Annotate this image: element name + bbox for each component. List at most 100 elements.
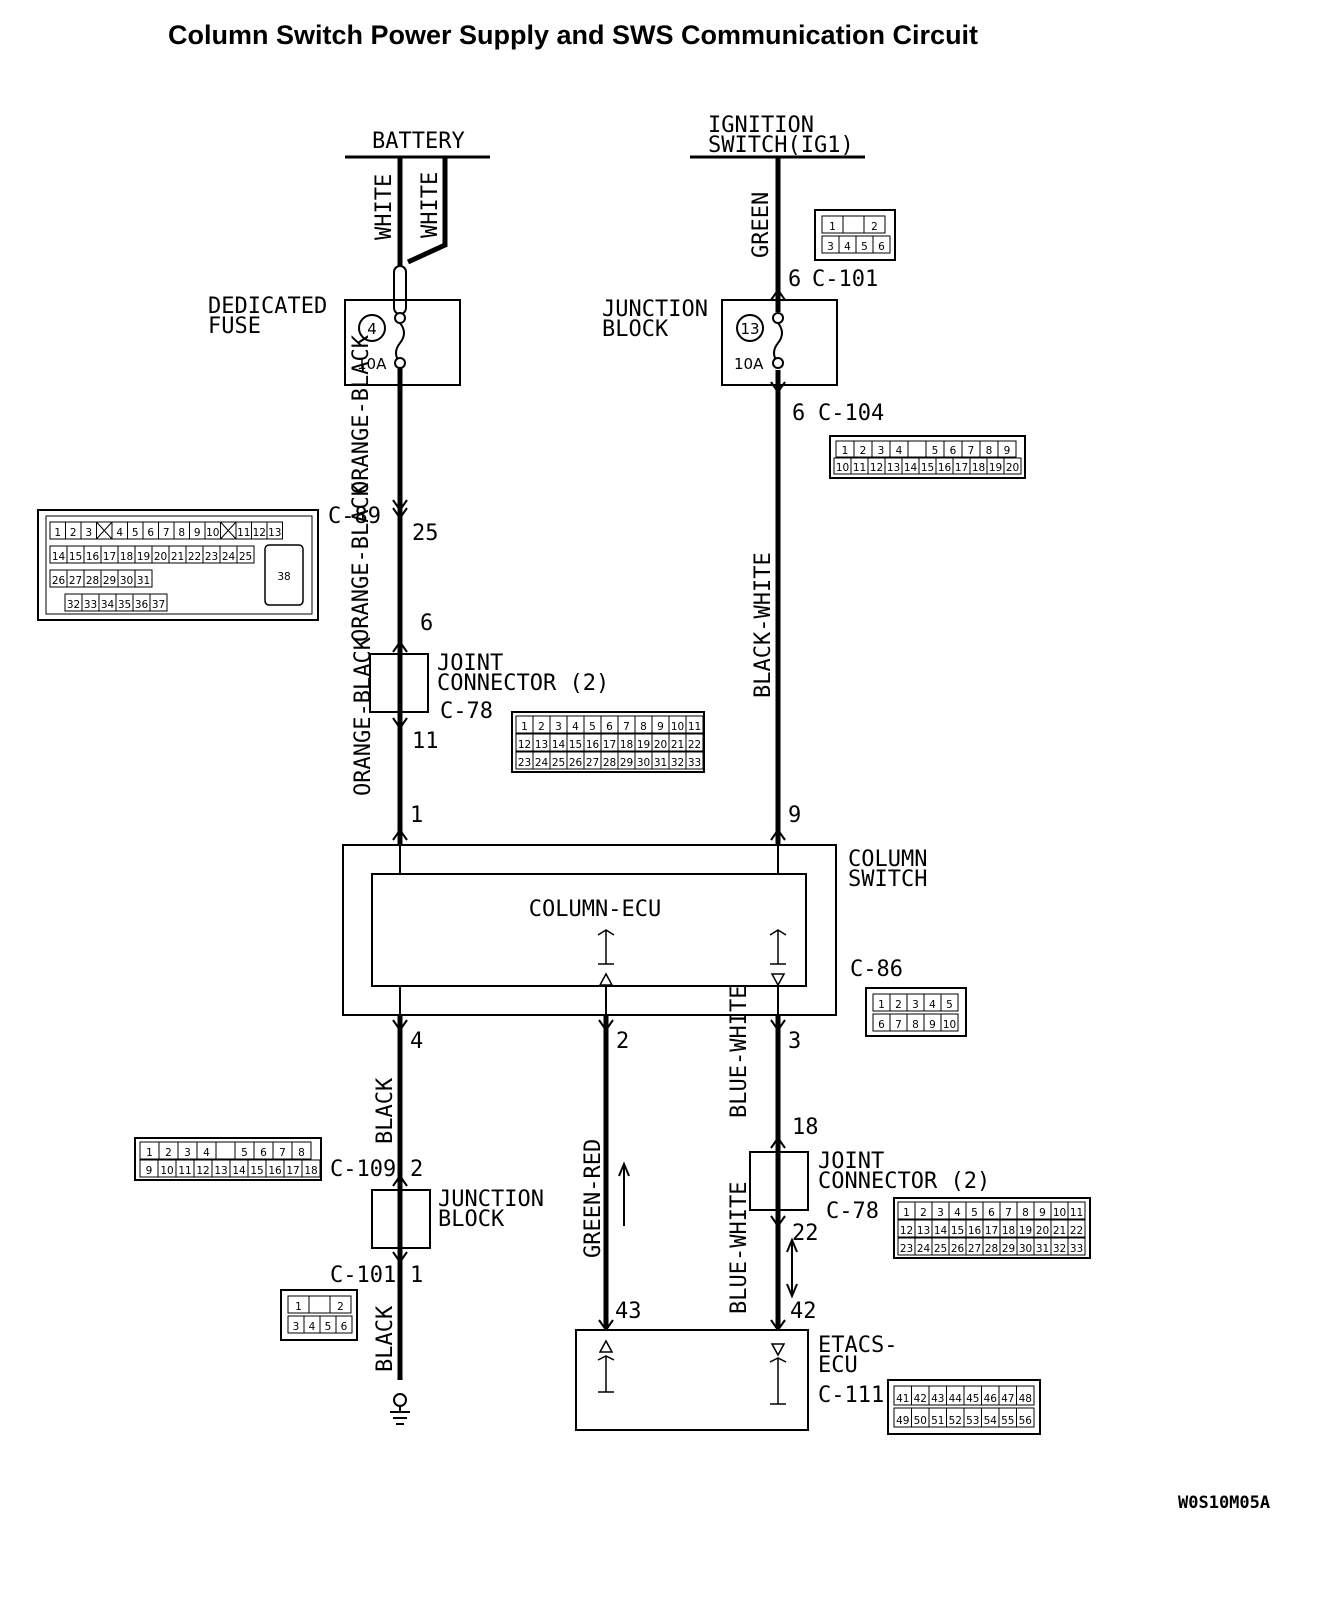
joint-connector-right-label-2: CONNECTOR (2) xyxy=(818,1169,990,1194)
pin-22: 22 xyxy=(792,1221,819,1246)
connector-cell-label: 16 xyxy=(586,739,600,751)
connector-cell-label: 2 xyxy=(920,1207,927,1219)
connector-cell-label: 18 xyxy=(304,1165,317,1177)
etacs-signal-mid xyxy=(597,1355,615,1393)
connector-cell-label: 3 xyxy=(912,999,919,1011)
connector-cell-label: 43 xyxy=(931,1393,944,1405)
pin9-mark xyxy=(770,828,786,841)
connector-cell-label: 1 xyxy=(146,1147,153,1159)
connector-cell-label: 5 xyxy=(132,527,139,539)
connector-cell-label: 1 xyxy=(54,527,61,539)
c101-top-label: C-101 xyxy=(812,267,878,292)
connector-cell-label: 48 xyxy=(1019,1393,1032,1405)
fuse-number-left: 4 xyxy=(367,320,377,338)
connector-cell-label: 10 xyxy=(943,1019,956,1031)
connector-frame xyxy=(134,1137,322,1181)
connector-cell xyxy=(685,715,704,734)
connector-cell-label: 9 xyxy=(929,1019,936,1031)
etacs-signal-right xyxy=(769,1357,787,1405)
connector-cell-label: 44 xyxy=(949,1393,963,1405)
connector-cell-label: 6 xyxy=(878,1019,885,1031)
pin-18: 18 xyxy=(792,1115,819,1140)
connector-cell-label: 50 xyxy=(914,1415,927,1427)
wire-label-white-b: WHITE xyxy=(418,172,443,238)
connector-cell-label: 7 xyxy=(1005,1207,1012,1219)
fuse-number-circle-left xyxy=(358,314,386,342)
c101-bottom-label: C-101 xyxy=(330,1263,396,1288)
connector-cell-label: 5 xyxy=(932,445,939,457)
fuse-terminal-left-top xyxy=(394,312,406,324)
connector-cell-label: 17 xyxy=(955,462,968,474)
connector-cell-label: 25 xyxy=(552,757,565,769)
column-ecu-box xyxy=(371,873,807,987)
connector-cell-label: 22 xyxy=(688,739,701,751)
connector-cell xyxy=(1003,457,1022,475)
junction-block-top-label-1: JUNCTION xyxy=(602,297,708,322)
connector-cell-label: 25 xyxy=(934,1243,947,1255)
fuse-rating-left: 10A xyxy=(357,355,387,373)
connector-cell-label: 4 xyxy=(309,1321,316,1333)
diagram-code: W0S10M05A xyxy=(1178,1493,1270,1513)
connector-cell-label: 23 xyxy=(900,1243,913,1255)
battery-label: BATTERY xyxy=(372,129,465,154)
connector-cell xyxy=(149,593,168,612)
connector-cell-label: 29 xyxy=(103,575,116,587)
connector-cell-label: 5 xyxy=(946,999,953,1011)
connector-cell-label: 18 xyxy=(1002,1225,1015,1237)
connector-cell-label: 45 xyxy=(966,1393,979,1405)
connector-cell xyxy=(940,1013,959,1032)
connector-cell-label: 16 xyxy=(268,1165,282,1177)
connector-cell-label: 35 xyxy=(118,599,131,611)
connector-cell xyxy=(842,215,865,234)
connector-cell xyxy=(329,1295,352,1314)
c104-label: C-104 xyxy=(818,401,884,426)
wire-label-orange-black-1: ORANGE-BLACK xyxy=(349,334,374,494)
connector-cell-label: 17 xyxy=(103,551,116,563)
connector-cell-label: 6 xyxy=(988,1207,995,1219)
connector-cell xyxy=(291,1141,312,1160)
connector-cell-label: 31 xyxy=(137,575,150,587)
connector-cell xyxy=(215,1141,236,1160)
wire-label-blue-white-1: BLUE-WHITE xyxy=(727,986,752,1118)
connector-cell-label: 13 xyxy=(214,1165,227,1177)
connector-frame xyxy=(893,1197,1091,1259)
connector-frame xyxy=(829,435,1026,479)
connector-cell-label: 5 xyxy=(589,721,596,733)
connector-cell-label: 2 xyxy=(538,721,545,733)
connector-cell-label: 32 xyxy=(1053,1243,1066,1255)
connector-cell-label: 8 xyxy=(986,445,993,457)
connector-cell-label: 12 xyxy=(870,462,883,474)
connector-cell-label: 1 xyxy=(878,999,885,1011)
connector-cell-label: 6 xyxy=(147,527,154,539)
connector-cell xyxy=(301,1159,321,1178)
connector-cell-label: 16 xyxy=(938,462,952,474)
pin-11: 11 xyxy=(412,729,439,754)
connector-cell-label: 6 xyxy=(878,241,885,253)
connector-cell-label: 8 xyxy=(298,1147,305,1159)
connector-cell-label: 11 xyxy=(853,462,866,474)
connector-cell-label: 19 xyxy=(1019,1225,1032,1237)
connector-cell-label: 13 xyxy=(887,462,900,474)
blank-cell-x-icon xyxy=(220,521,237,540)
c109-label: C-109 xyxy=(330,1157,396,1182)
connector-cell xyxy=(997,440,1017,458)
connector-cell-label: 1 xyxy=(903,1207,910,1219)
dedicated-fuse-label-2: FUSE xyxy=(208,314,261,339)
connector-cell-label: 17 xyxy=(603,739,616,751)
ecu-signal-right xyxy=(769,929,787,965)
connector-cell-label: 33 xyxy=(84,599,97,611)
dedicated-fuse-label-1: DEDICATED xyxy=(208,294,327,319)
connector-cell-label: 2 xyxy=(860,445,867,457)
c89-cell-38: 38 xyxy=(277,571,290,583)
connector-cell-label: 20 xyxy=(1006,462,1019,474)
column-switch-label-1: COLUMN xyxy=(848,847,927,872)
wire-label-black-white: BLACK-WHITE xyxy=(751,552,776,698)
ecu-triangle-down xyxy=(770,973,786,987)
connector-cell-label: 11 xyxy=(237,527,250,539)
connector-cell-label: 20 xyxy=(654,739,667,751)
connector-cell-label: 12 xyxy=(900,1225,913,1237)
wire-label-green-red: GREEN-RED xyxy=(581,1139,606,1258)
